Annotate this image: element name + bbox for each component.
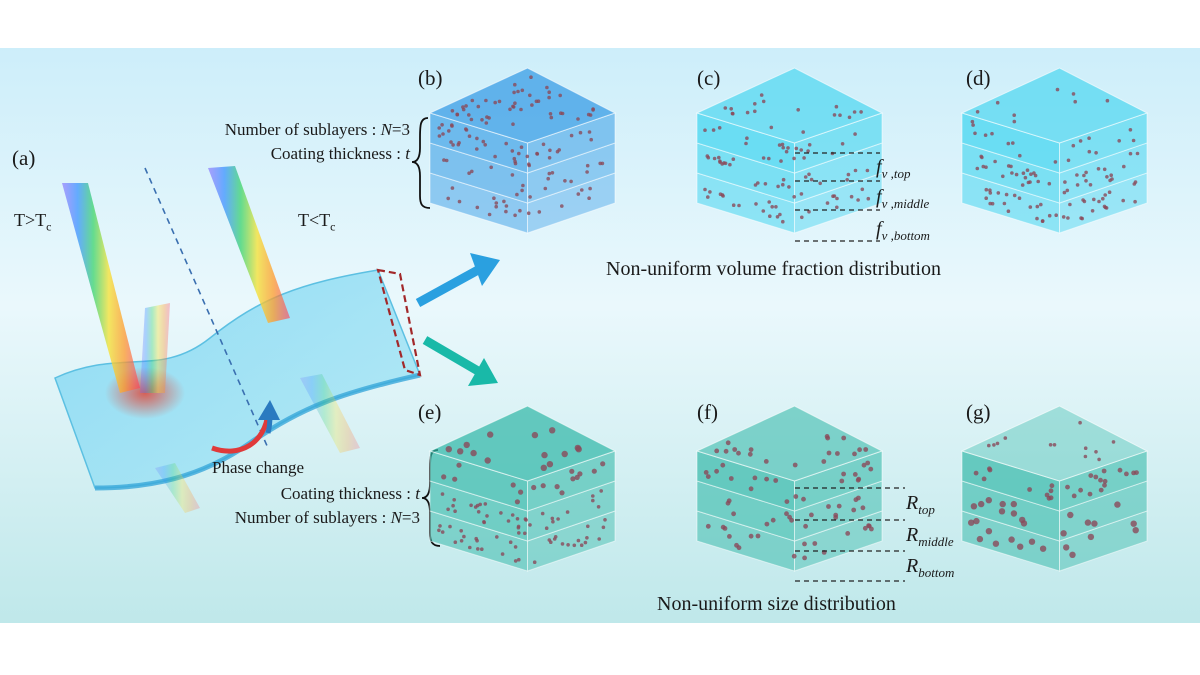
fraction-bottom-label: fv ,bottom (876, 218, 930, 243)
coating-block-e (428, 405, 617, 572)
rainbow-beam-icon (62, 183, 200, 513)
flow-arrow-icon (415, 253, 500, 307)
flow-arrow-icon (422, 336, 498, 386)
coating-block-c (695, 67, 884, 234)
bottom-thickness-text: Coating thickness : t (280, 484, 420, 503)
phase-boundary-line (144, 167, 269, 449)
panel-label-a: (a) (12, 146, 36, 170)
figure-panel: (a) (b) (c) (d) (e) (f) (g) T>Tc T<Tc Ph… (0, 48, 1200, 623)
temp-cold-label: T<Tc (298, 210, 336, 234)
section-outline (376, 268, 422, 377)
coating-block-f (695, 405, 884, 572)
top-sublayers-text: Number of sublayers : N=3 (224, 120, 410, 139)
panel-label-g: (g) (966, 400, 991, 424)
radius-top-label: Rtop (906, 492, 935, 517)
fraction-top-label: fv ,top (876, 156, 911, 181)
panel-label-b: (b) (418, 66, 443, 90)
diagram-canvas (54, 67, 1149, 582)
bottom-sublayers-text: Number of sublayers : N=3 (234, 508, 420, 527)
radius-bottom-label: Rbottom (906, 555, 955, 580)
coating-block-d (960, 67, 1149, 234)
panel-label-c: (c) (697, 66, 721, 90)
top-thickness-text: Coating thickness : t (270, 144, 410, 163)
panel-label-f: (f) (697, 400, 718, 424)
coating-block-g (960, 405, 1149, 572)
phase-change-arrow-icon (211, 400, 280, 454)
phase-change-label: Phase change (212, 458, 305, 477)
panel-label-e: (e) (418, 400, 442, 424)
fraction-middle-label: fv ,middle (876, 186, 930, 211)
coating-block-b (428, 67, 617, 234)
top-caption: Non-uniform volume fraction distribution (606, 258, 941, 280)
panel-label-d: (d) (966, 66, 991, 90)
curly-brace-icon (411, 117, 431, 209)
radius-middle-label: Rmiddle (906, 524, 954, 549)
bottom-caption: Non-uniform size distribution (657, 593, 896, 615)
temp-hot-label: T>Tc (14, 210, 52, 234)
rainbow-beam-icon (208, 166, 360, 453)
